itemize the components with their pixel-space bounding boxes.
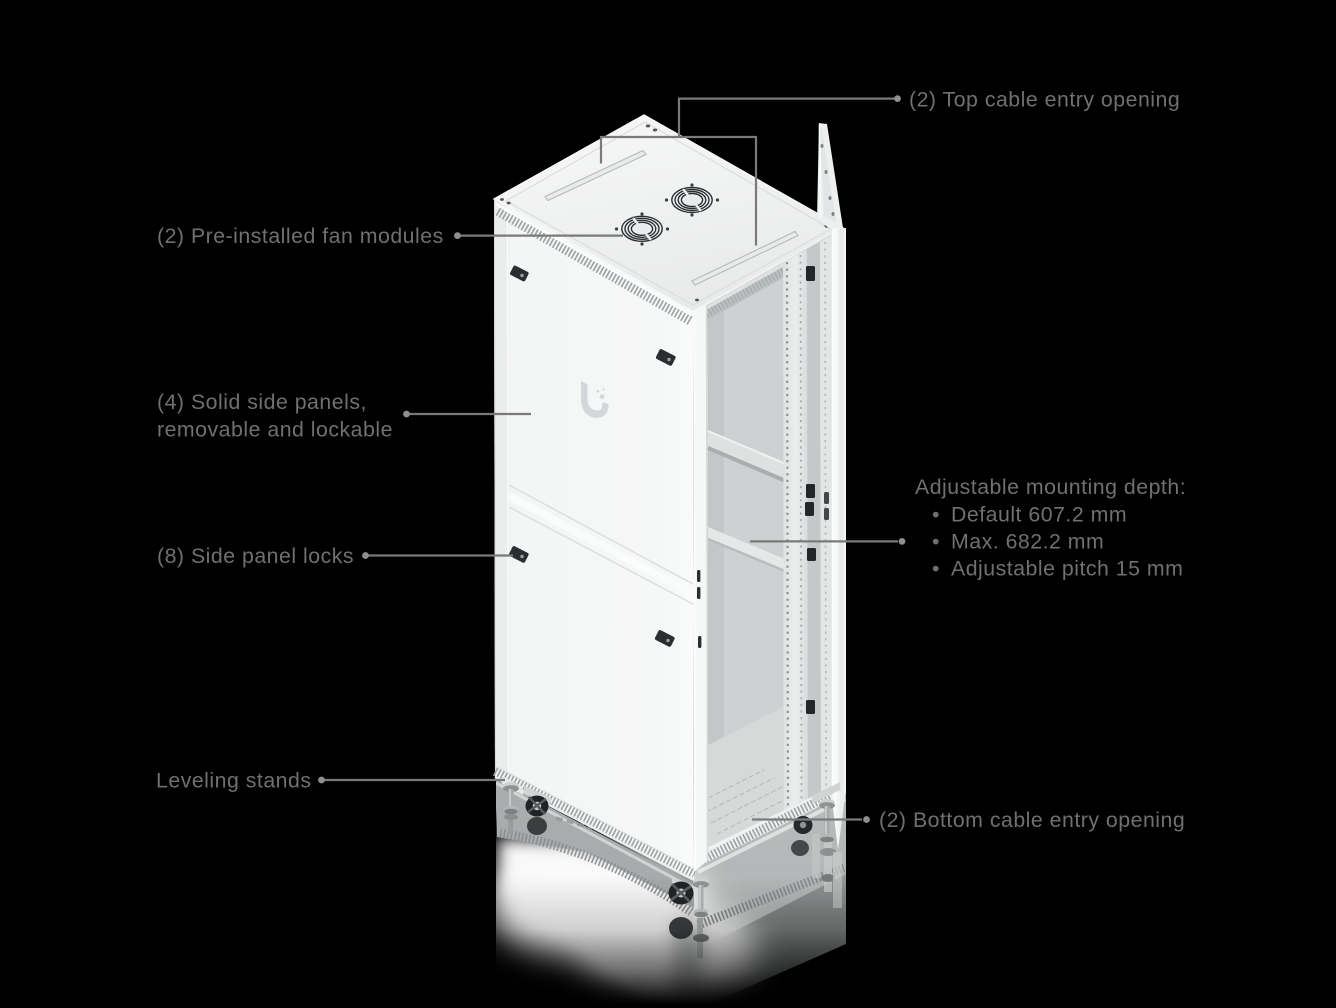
- svg-text:(2) Bottom cable entry opening: (2) Bottom cable entry opening: [879, 808, 1185, 832]
- svg-text:Max. 682.2 mm: Max. 682.2 mm: [951, 529, 1104, 553]
- svg-text:(4) Solid side panels,: (4) Solid side panels,: [157, 390, 367, 414]
- svg-text:removable and lockable: removable and lockable: [157, 417, 393, 441]
- svg-text:Leveling stands: Leveling stands: [156, 769, 312, 793]
- svg-text:(2) Top cable entry opening: (2) Top cable entry opening: [909, 88, 1180, 112]
- svg-text:•: •: [932, 557, 940, 581]
- svg-text:(2) Pre-installed fan modules: (2) Pre-installed fan modules: [157, 224, 444, 248]
- svg-text:•: •: [932, 502, 940, 526]
- svg-text:Adjustable mounting depth:: Adjustable mounting depth:: [915, 475, 1186, 499]
- svg-text:•: •: [932, 529, 940, 553]
- svg-text:Default 607.2 mm: Default 607.2 mm: [951, 502, 1127, 526]
- svg-text:(8) Side panel locks: (8) Side panel locks: [157, 544, 354, 568]
- svg-text:Adjustable pitch 15 mm: Adjustable pitch 15 mm: [951, 557, 1183, 581]
